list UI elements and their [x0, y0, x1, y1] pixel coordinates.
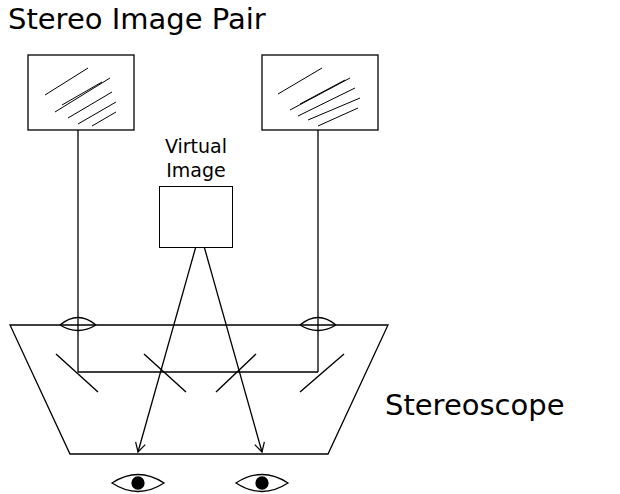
- left-image: [28, 55, 134, 130]
- part-label: Stereoscope: [385, 388, 565, 422]
- virtual-image-box: Virtual Image: [150, 134, 242, 248]
- eye: [236, 475, 288, 492]
- stereoscope-body: [10, 325, 388, 454]
- mirror: [56, 354, 344, 392]
- node-label: Virtual Image: [150, 134, 242, 182]
- eye: [112, 475, 164, 492]
- right-image: [262, 55, 378, 130]
- sight-ray: [138, 232, 200, 452]
- light-path: [78, 130, 318, 372]
- image-frame: [159, 186, 233, 248]
- diagram-title: Stereo Image Pair: [8, 2, 266, 36]
- sight-ray: [200, 232, 262, 452]
